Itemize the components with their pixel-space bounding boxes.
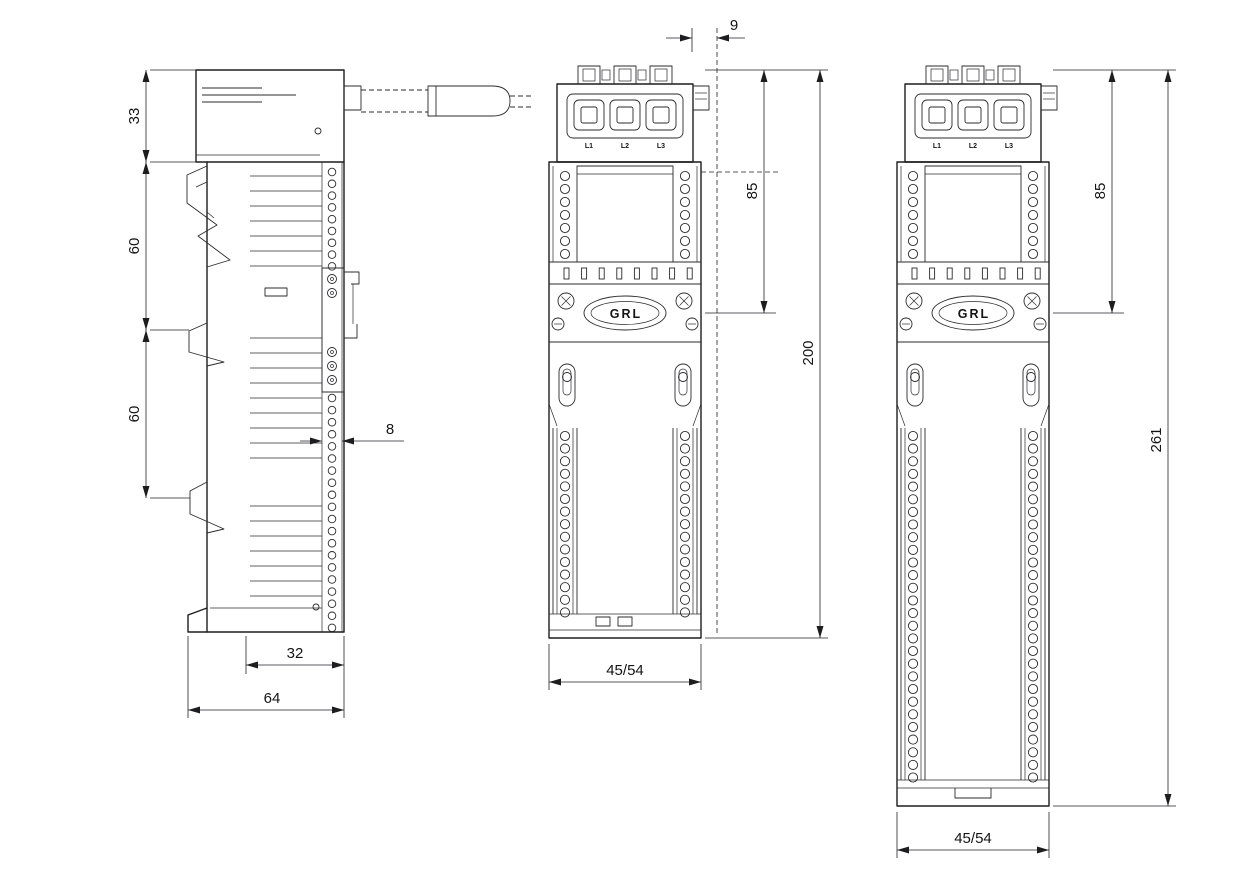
side-dimensions: 33 60 60 8 32 64 bbox=[126, 69, 404, 718]
front-short-contacts-lower-left bbox=[559, 430, 571, 618]
dim-label-8: 8 bbox=[386, 421, 394, 438]
dim-label-9: 9 bbox=[730, 17, 738, 34]
dim-label-width-short: 45/54 bbox=[606, 662, 644, 679]
front-short-logo-plate: GRL bbox=[551, 292, 699, 331]
side-screw bbox=[327, 288, 337, 298]
dim-label-60-lower: 60 bbox=[126, 406, 143, 423]
front-long-terminal-block: L1 L2 L3 bbox=[904, 65, 1058, 163]
dim-label-32: 32 bbox=[287, 645, 304, 662]
slot-screw bbox=[551, 317, 565, 331]
front-short-dimensions: 9 85 200 45/54 bbox=[548, 17, 828, 690]
front-short-contacts-upper-left bbox=[559, 170, 571, 260]
side-din-claw-top bbox=[186, 165, 231, 268]
side-screw bbox=[327, 361, 337, 371]
side-foot bbox=[187, 603, 345, 633]
side-contact-strip-upper bbox=[327, 167, 337, 271]
front-long-contacts-lower-left bbox=[907, 430, 919, 783]
cross-screw bbox=[1023, 292, 1041, 310]
side-screw bbox=[327, 375, 337, 385]
front-long-contacts-lower-right bbox=[1027, 430, 1039, 783]
terminal-label-l3: L3 bbox=[1005, 143, 1013, 150]
front-short-side-tab bbox=[692, 85, 710, 111]
slot-screw bbox=[1033, 317, 1047, 331]
dim-label-85-long: 85 bbox=[1092, 183, 1109, 200]
front-short-body: GRL bbox=[548, 161, 702, 639]
terminal-label-l2: L2 bbox=[621, 143, 629, 150]
front-view-long: L1 L2 L3 GRL bbox=[896, 65, 1176, 858]
slot-screw bbox=[685, 317, 699, 331]
front-short-contacts-upper-right bbox=[679, 170, 691, 260]
terminal-label-l3: L3 bbox=[657, 143, 665, 150]
dim-label-60-upper: 60 bbox=[126, 238, 143, 255]
front-long-comb bbox=[911, 267, 1041, 280]
slot-screw bbox=[899, 317, 913, 331]
front-long-dimensions: 85 261 45/54 bbox=[896, 69, 1176, 858]
side-screw bbox=[327, 347, 337, 357]
dim-label-width-long: 45/54 bbox=[954, 830, 992, 847]
side-view: 33 60 60 8 32 64 bbox=[126, 69, 532, 718]
front-long-rails bbox=[900, 428, 1046, 783]
side-top-housing bbox=[195, 69, 345, 163]
side-fins-lower bbox=[250, 505, 322, 597]
dim-label-33: 33 bbox=[126, 108, 143, 125]
side-cable bbox=[343, 85, 532, 117]
front-long-contacts-upper-left bbox=[907, 170, 919, 260]
terminal-label-l2: L2 bbox=[969, 143, 977, 150]
cross-screw bbox=[675, 292, 693, 310]
logo-text: GRL bbox=[610, 307, 642, 321]
dim-label-64: 64 bbox=[264, 690, 281, 707]
front-long-contacts-upper-right bbox=[1027, 170, 1039, 260]
dim-label-200: 200 bbox=[800, 340, 817, 365]
front-long-bottom-cap bbox=[897, 779, 1049, 799]
terminal-label-l1: L1 bbox=[933, 143, 941, 150]
cross-screw bbox=[905, 292, 923, 310]
dim-label-261: 261 bbox=[1148, 427, 1165, 452]
dim-label-85-short: 85 bbox=[744, 183, 761, 200]
terminal-label-l1: L1 bbox=[585, 143, 593, 150]
front-long-logo-plate: GRL bbox=[899, 292, 1047, 331]
front-short-contacts-lower-right bbox=[679, 430, 691, 618]
cross-screw bbox=[557, 292, 575, 310]
front-short-terminal-block: L1 L2 L3 bbox=[556, 65, 710, 163]
logo-text: GRL bbox=[958, 307, 990, 321]
side-din-claw-middle bbox=[188, 322, 225, 367]
side-screw bbox=[327, 274, 337, 284]
front-short-bottom-cap bbox=[549, 613, 701, 631]
side-fins-upper bbox=[250, 175, 322, 267]
side-rail-bracket bbox=[321, 267, 360, 393]
front-long-side-tab bbox=[1040, 85, 1058, 111]
front-short-mount-slots bbox=[548, 363, 702, 427]
side-body bbox=[186, 161, 360, 633]
front-short-rails bbox=[552, 428, 698, 618]
side-contact-strip-lower bbox=[327, 393, 337, 633]
front-long-body: GRL bbox=[896, 161, 1050, 807]
front-short-comb bbox=[563, 267, 693, 280]
front-view-short: L1 L2 L3 GRL bbox=[548, 17, 828, 690]
side-din-claw-bottom bbox=[189, 481, 225, 534]
front-long-mount-slots bbox=[896, 363, 1050, 427]
side-fins-middle bbox=[250, 337, 322, 459]
